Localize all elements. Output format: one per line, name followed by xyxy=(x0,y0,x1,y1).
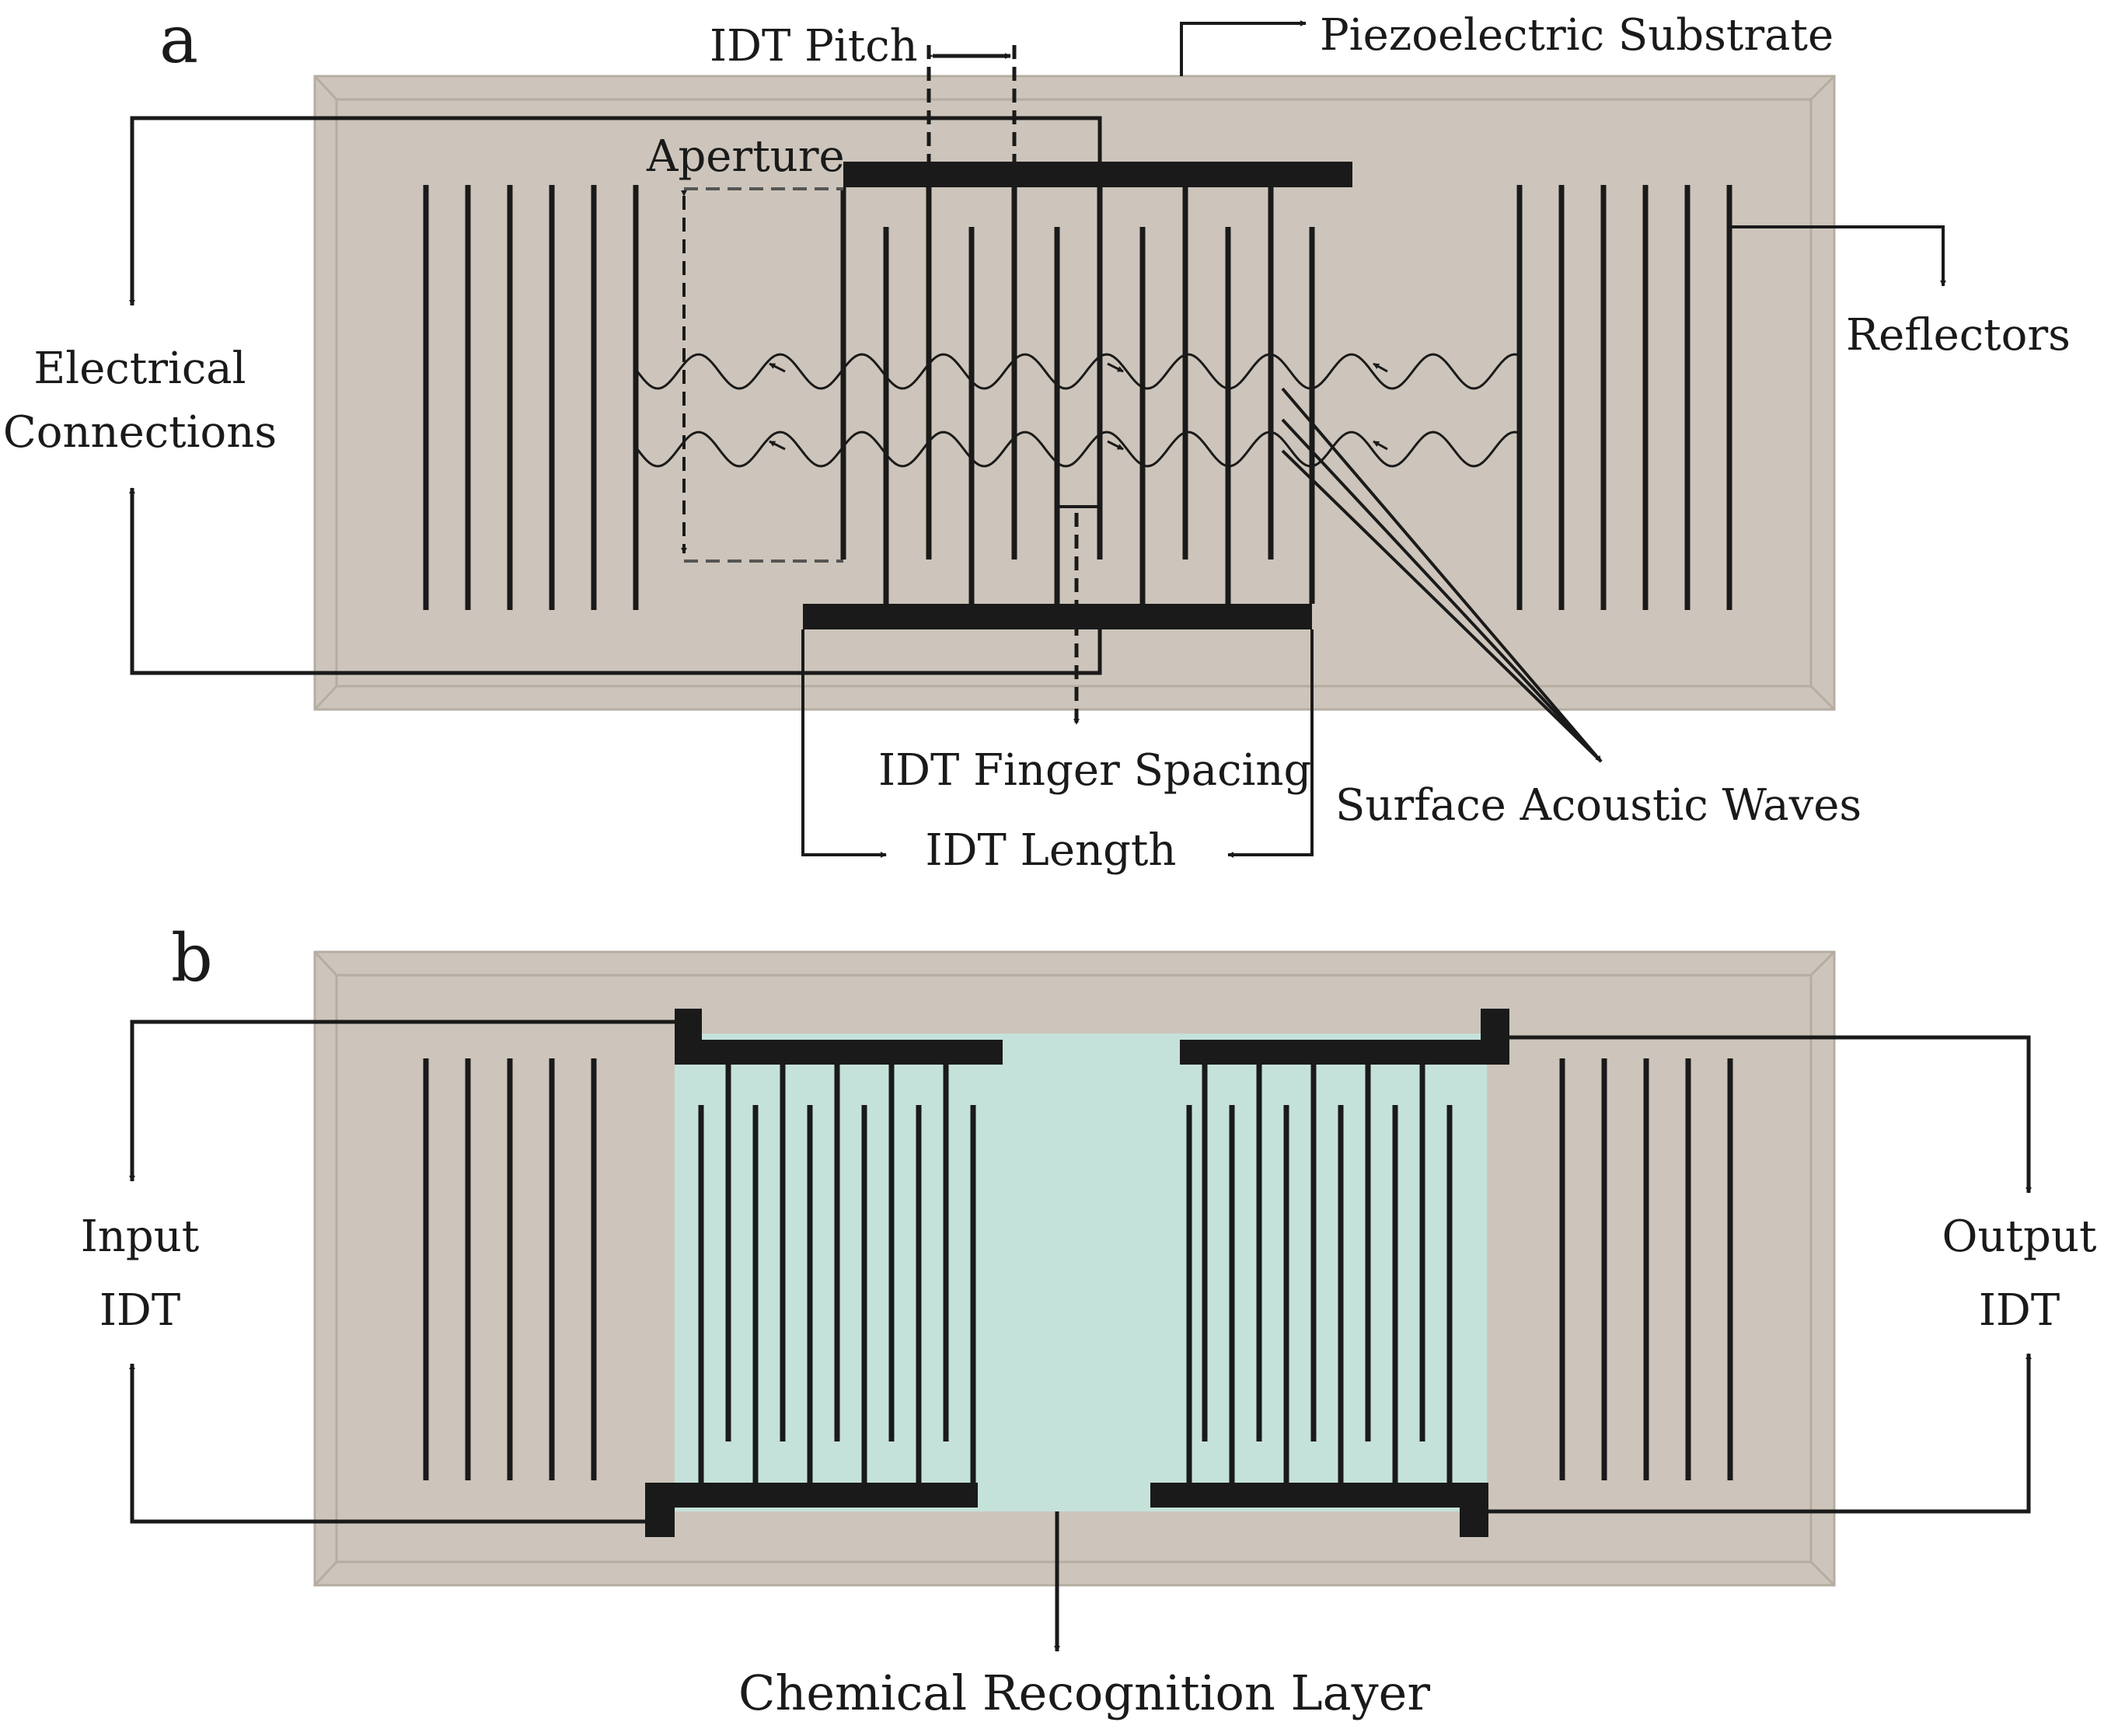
panel-a-letter: a xyxy=(159,2,198,78)
label-input: Input xyxy=(81,1211,200,1262)
label-input-idt: IDT xyxy=(99,1285,180,1336)
electrical-connection-top xyxy=(129,116,1102,306)
label-output-idt: IDT xyxy=(1979,1285,2060,1336)
label-connections: Connections xyxy=(3,407,277,458)
reflectors-callout-line xyxy=(1729,225,1946,287)
reflector-left-b xyxy=(423,1058,597,1480)
input-connection-top xyxy=(129,1020,675,1182)
label-aperture: Aperture xyxy=(646,131,845,182)
label-chemical-recognition-layer: Chemical Recognition Layer xyxy=(738,1665,1430,1721)
saw-callout-lines xyxy=(1281,387,1603,763)
label-reflectors: Reflectors xyxy=(1846,310,2071,361)
reflector-left-a xyxy=(423,185,639,610)
idt-length-right xyxy=(1227,629,1314,858)
substrate-callout-line xyxy=(1180,20,1307,76)
output-idt xyxy=(1150,1009,1509,1537)
label-idt-pitch: IDT Pitch xyxy=(710,21,918,71)
label-piezoelectric-substrate: Piezoelectric Substrate xyxy=(1320,10,1834,61)
aperture-indicator xyxy=(681,187,843,563)
surface-acoustic-waves xyxy=(636,353,1518,468)
label-output: Output xyxy=(1942,1211,2097,1262)
output-connection-top xyxy=(1509,1035,2032,1194)
panel-b: b xyxy=(81,920,2097,1721)
output-connection-bottom xyxy=(1488,1353,2032,1514)
wave-direction-arrows xyxy=(769,362,1388,451)
panel-a: a xyxy=(3,2,2071,876)
input-connection-bottom xyxy=(129,1363,645,1524)
label-electrical: Electrical xyxy=(33,343,246,394)
idt-top-busbar xyxy=(843,162,1352,187)
idt-length-left xyxy=(801,629,887,858)
reflector-right-a xyxy=(1516,185,1732,610)
label-surface-acoustic-waves: Surface Acoustic Waves xyxy=(1335,780,1862,831)
reflector-right-b xyxy=(1559,1058,1733,1480)
idt-finger-spacing-indicator xyxy=(1057,505,1100,725)
panel-b-letter: b xyxy=(171,920,213,996)
idt-a xyxy=(803,162,1352,629)
idt-bottom-busbar xyxy=(803,604,1312,629)
input-idt xyxy=(645,1009,1003,1537)
label-idt-length: IDT Length xyxy=(926,825,1177,876)
label-idt-finger-spacing: IDT Finger Spacing xyxy=(878,745,1311,796)
chemical-recognition-layer xyxy=(675,1034,1487,1511)
electrical-connection-bottom xyxy=(129,487,1102,675)
